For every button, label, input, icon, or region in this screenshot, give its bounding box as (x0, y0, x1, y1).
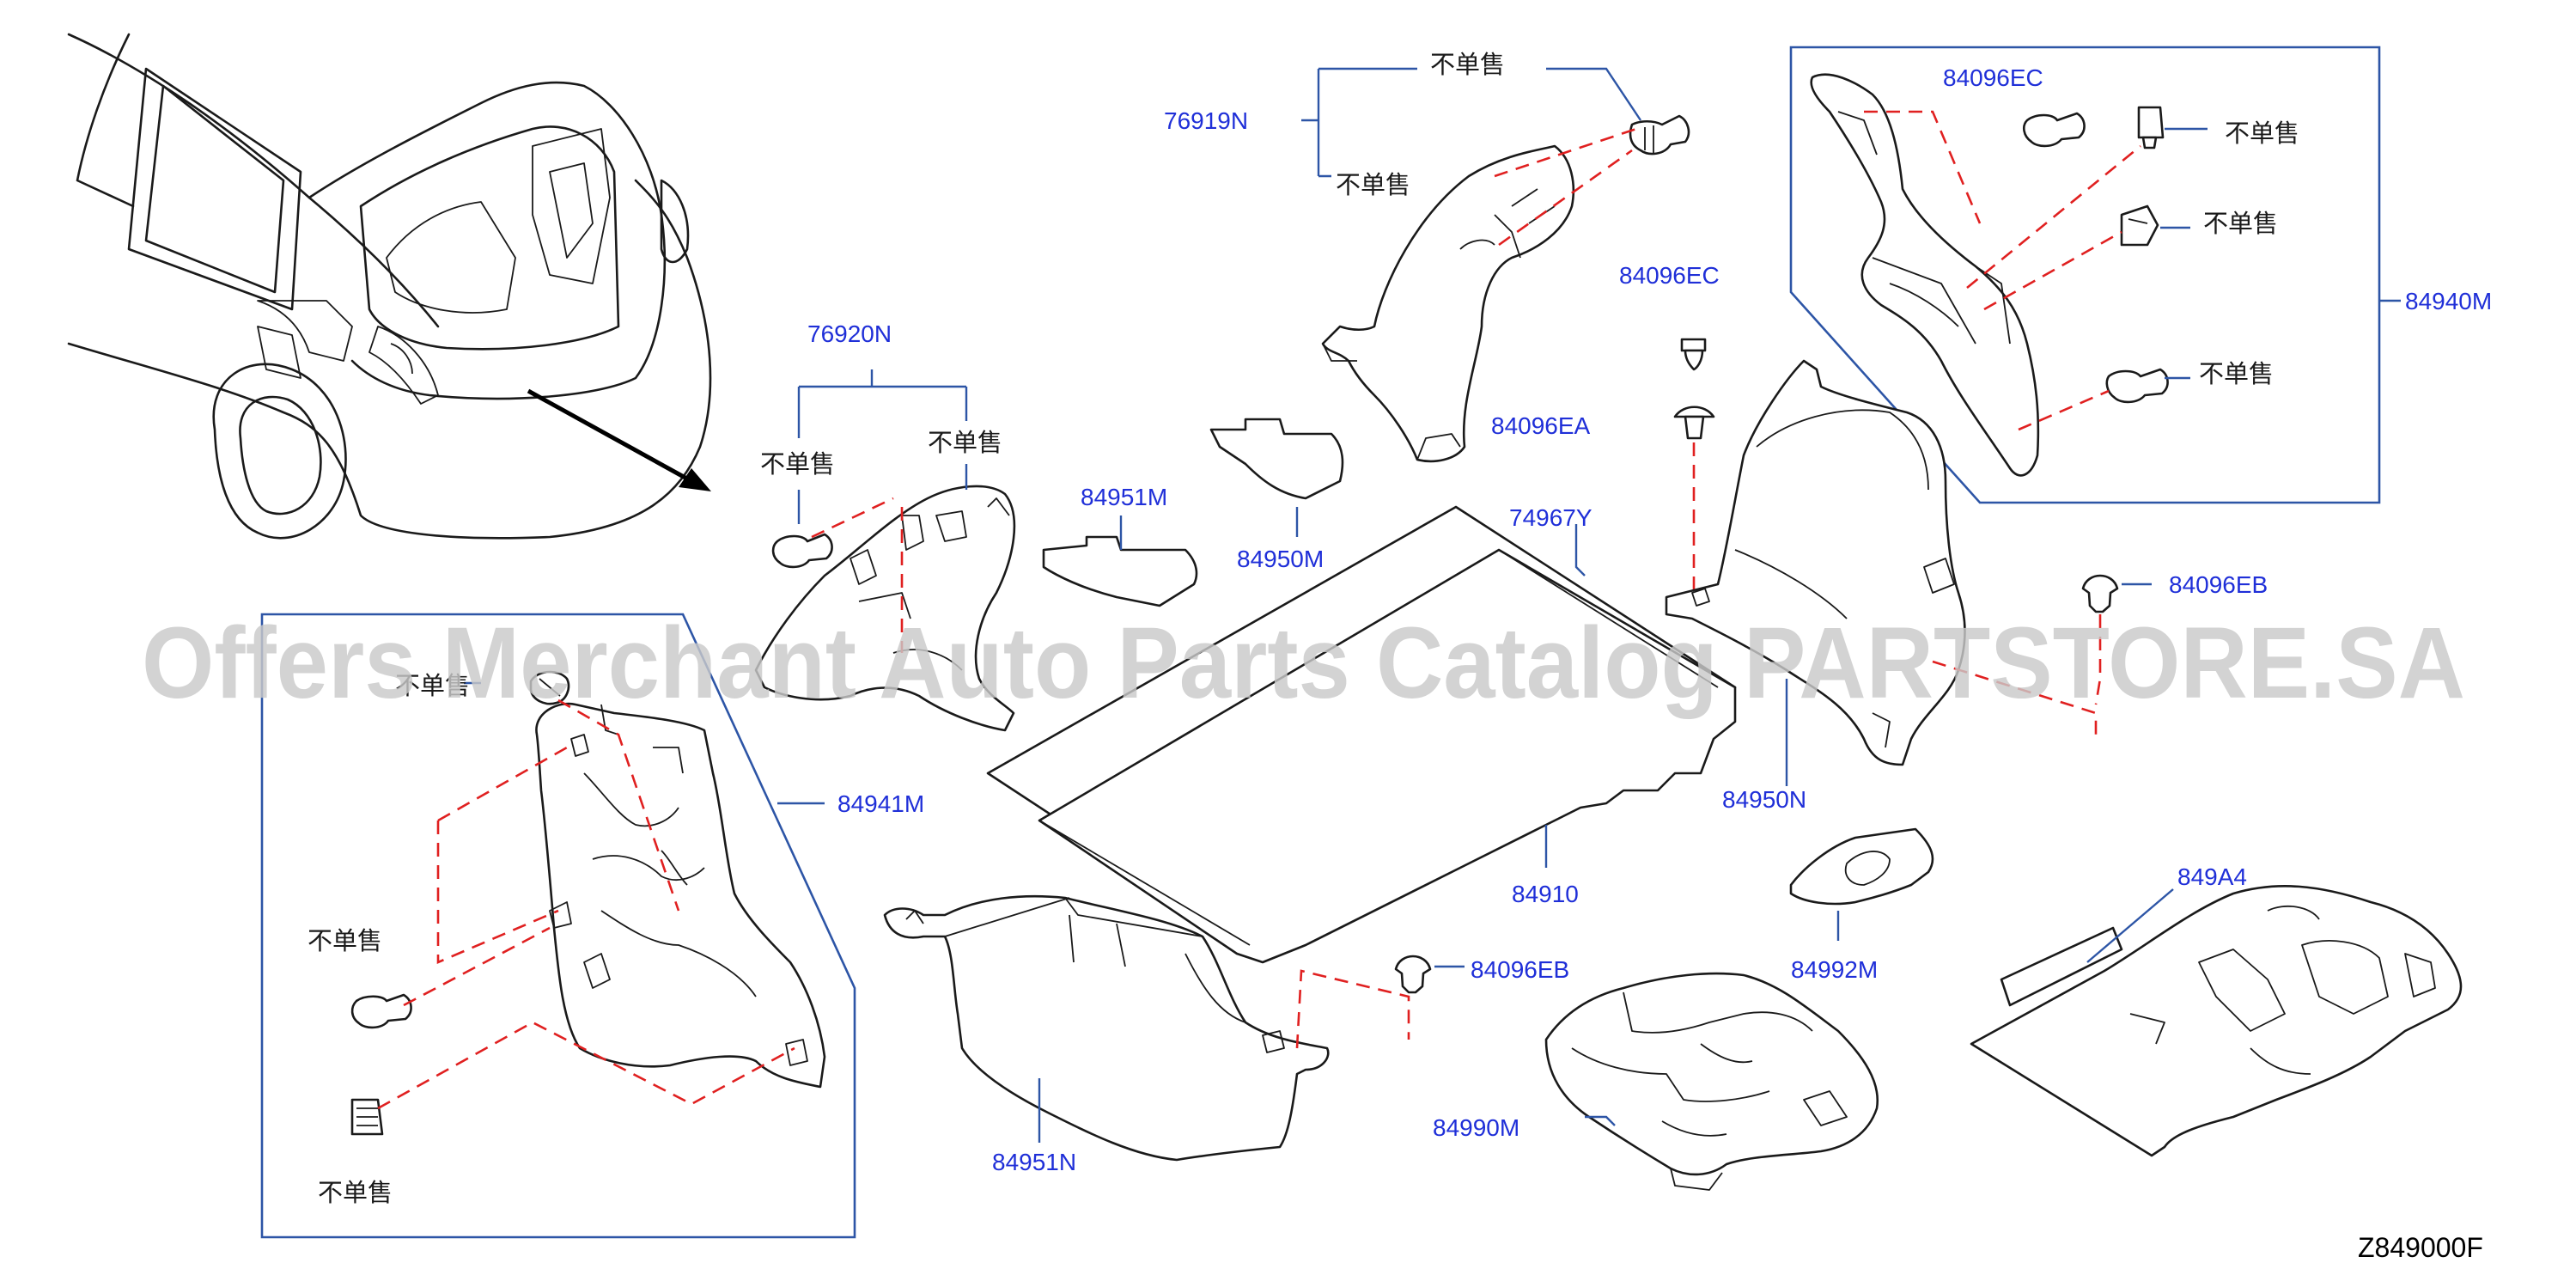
part-label-84910[interactable]: 84910 (1512, 881, 1579, 907)
diagram-code: Z849000F (2358, 1232, 2483, 1263)
part-label-84951M[interactable]: 84951M (1081, 484, 1167, 510)
not-sold-label: 不单售 (760, 449, 835, 479)
not-sold-label: 不单售 (2199, 359, 2274, 388)
clip-icon (350, 1098, 384, 1136)
part-84950N-trim (1665, 359, 1966, 766)
watermark: Offers Merchant Auto Parts Catalog PARTS… (142, 607, 2465, 720)
part-label-76919N[interactable]: 76919N (1164, 107, 1248, 134)
part-84951N-trim (883, 894, 1330, 1162)
part-84992M-tray (1789, 827, 1934, 906)
part-84910-floor-board (986, 505, 1737, 964)
not-sold-label: 不单售 (308, 926, 382, 955)
part-label-84096EB-bottom[interactable]: 84096EB (1471, 956, 1569, 983)
part-84940M-trim (1810, 73, 2040, 477)
part-label-84941M[interactable]: 84941M (837, 790, 924, 817)
part-849A4-floor-mat (1970, 884, 2463, 1157)
part-label-84990M[interactable]: 84990M (1433, 1114, 1519, 1141)
part-label-76920N[interactable]: 76920N (807, 320, 892, 347)
part-label-84950M[interactable]: 84950M (1237, 546, 1324, 572)
part-76919N-trim (1321, 144, 1575, 463)
not-sold-label: 不单售 (1336, 170, 1410, 199)
part-label-84096EB-right[interactable]: 84096EB (2169, 571, 2268, 598)
not-sold-label: 不单售 (1430, 50, 1505, 79)
part-label-84096EC-top[interactable]: 84096EC (1943, 64, 2043, 91)
clip-icon (2137, 106, 2165, 149)
clip-icon (1673, 406, 1715, 440)
not-sold-label: 不单售 (2203, 209, 2278, 238)
part-84941M-trim (535, 702, 826, 1089)
callout-box-84940M (1789, 46, 2381, 504)
not-sold-label: 不单售 (2225, 119, 2299, 148)
part-84951M-pad (1042, 535, 1198, 607)
part-84990M-tray (1544, 972, 1879, 1191)
part-label-84950N[interactable]: 84950N (1722, 786, 1806, 813)
part-label-84940M[interactable]: 84940M (2405, 288, 2492, 314)
part-76920N-trim (754, 485, 1016, 732)
arrow-icon (527, 388, 711, 491)
part-label-84096EC-mid[interactable]: 84096EC (1619, 262, 1720, 289)
clip-icon (2120, 204, 2159, 247)
part-84950M-pad (1209, 418, 1344, 500)
part-label-84096EA[interactable]: 84096EA (1491, 412, 1591, 439)
part-label-84992M[interactable]: 84992M (1791, 956, 1878, 983)
clip-icon (1394, 955, 1432, 994)
part-label-74967Y[interactable]: 74967Y (1509, 504, 1592, 531)
clip-icon (1680, 338, 1707, 371)
clip-icon (529, 670, 570, 705)
clip-icon (771, 533, 833, 569)
clip-icon (2081, 574, 2119, 613)
vehicle-rear-illustration (67, 33, 712, 540)
part-label-849A4[interactable]: 849A4 (2177, 863, 2247, 890)
part-label-84951N[interactable]: 84951N (992, 1149, 1076, 1175)
clip-icon (1629, 114, 1690, 156)
not-sold-label: 不单售 (928, 428, 1002, 457)
clip-icon (2105, 368, 2169, 404)
not-sold-label: 不单售 (395, 671, 470, 700)
callout-box-84941M (260, 613, 856, 1239)
clip-icon (2023, 112, 2086, 148)
not-sold-label: 不单售 (318, 1178, 393, 1207)
clip-icon (350, 993, 412, 1029)
